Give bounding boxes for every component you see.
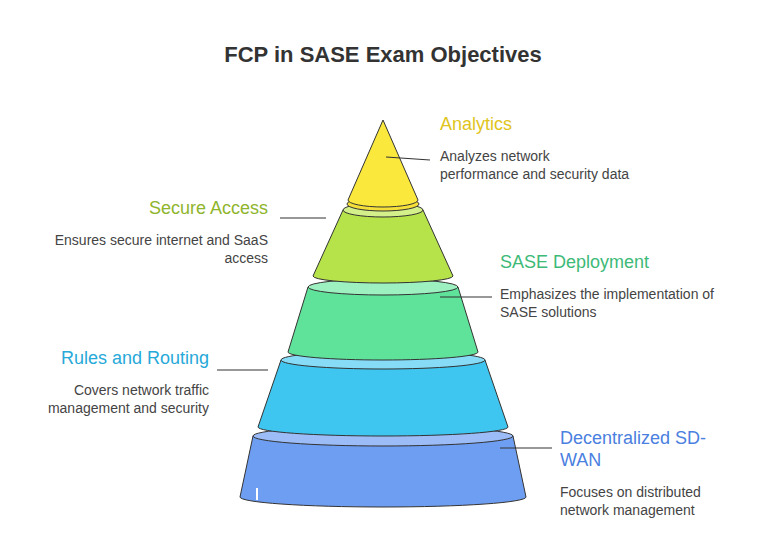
highlight	[256, 488, 258, 500]
callout-heading: Rules and Routing	[14, 347, 209, 369]
callout-label: SASE DeploymentEmphasizes the implementa…	[500, 251, 720, 321]
callout-text: Analyzes network performance and securit…	[440, 147, 630, 183]
leader-line	[217, 369, 268, 370]
callout-label: AnalyticsAnalyzes network performance an…	[440, 113, 630, 183]
leader-line	[280, 217, 326, 218]
callout-label: Decentralized SD-WAN Focuses on distribut…	[560, 427, 735, 519]
pyramid-band	[313, 210, 453, 283]
callout-heading: Secure Access	[50, 197, 268, 219]
leader-line	[440, 296, 492, 297]
pyramid-band	[240, 436, 526, 507]
callout-heading: Analytics	[440, 113, 630, 135]
callout-text: Ensures secure internet and SaaS access	[50, 231, 268, 267]
callout-label: Rules and RoutingCovers network traffic …	[14, 347, 209, 417]
callout-text: Emphasizes the implementation of SASE so…	[500, 285, 720, 321]
callout-heading: Decentralized SD-WAN	[560, 427, 735, 471]
pyramid-cone	[348, 120, 418, 207]
callout-heading: SASE Deployment	[500, 251, 720, 273]
callout-text: Covers network traffic management and se…	[14, 381, 209, 417]
diagram-title: FCP in SASE Exam Objectives	[0, 42, 766, 68]
pyramid-band	[288, 287, 478, 360]
leader-line	[500, 447, 552, 448]
callout-text: Focuses on distributed network managemen…	[560, 483, 735, 519]
leader-line	[386, 157, 430, 160]
pyramid-band	[258, 360, 508, 436]
callout-label: Secure AccessEnsures secure internet and…	[50, 197, 268, 267]
